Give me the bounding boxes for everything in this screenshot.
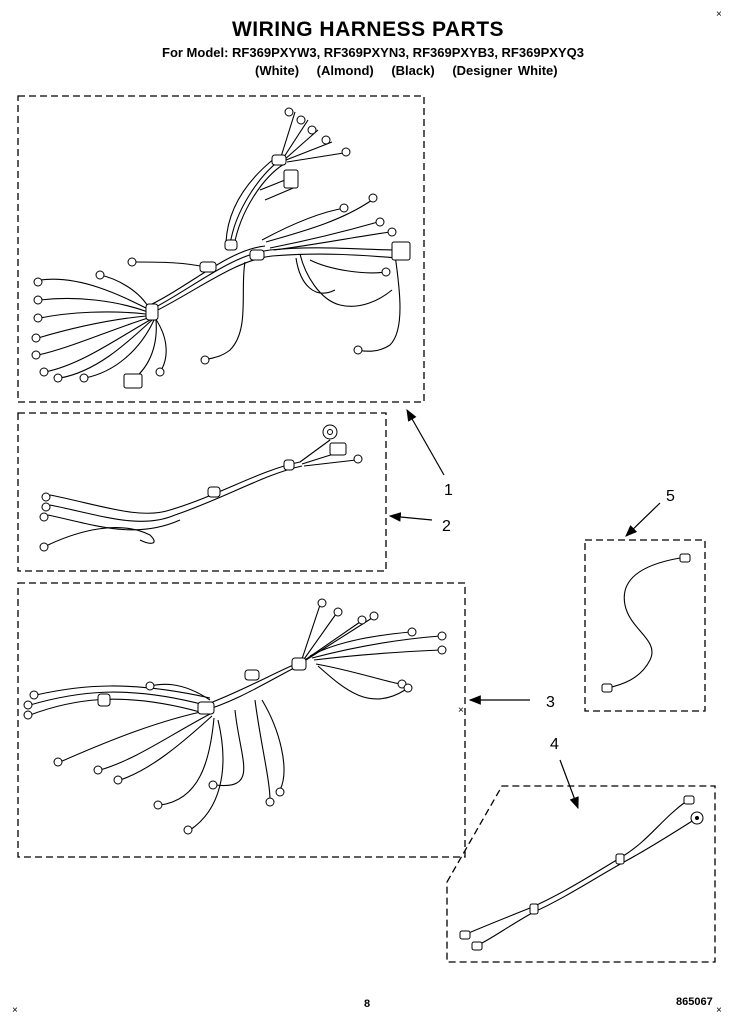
part-box-2 <box>17 412 387 572</box>
callout-3: 3 <box>546 694 555 711</box>
callout-2: 2 <box>442 518 451 535</box>
callout-4: 4 <box>550 736 559 753</box>
wire-part-5 <box>601 553 691 693</box>
harness-3-connectors <box>23 598 447 835</box>
part-box-1 <box>17 95 425 403</box>
registration-mark: × <box>458 705 464 716</box>
variant-designer-white: (Designer White) <box>452 63 558 78</box>
callout-5: 5 <box>666 488 675 505</box>
leader-arrow-4 <box>559 759 579 810</box>
part-box-4 <box>446 785 716 963</box>
harness-2-connectors <box>39 424 363 552</box>
variant-white: (White) <box>255 63 300 78</box>
color-variants: (White) (Almond) (Black) (Designer White… <box>255 63 570 78</box>
harness-part-2 <box>47 439 357 546</box>
registration-mark: × <box>716 9 722 20</box>
registration-mark: × <box>716 1005 722 1016</box>
variant-almond: (Almond) <box>316 63 374 78</box>
harness-part-1 <box>37 111 401 379</box>
registration-mark: × <box>12 1005 18 1016</box>
page-title: WIRING HARNESS PARTS <box>231 18 505 41</box>
page-number: 8 <box>364 998 371 1010</box>
leader-arrow-2 <box>388 512 433 522</box>
leader-arrow-1 <box>406 408 445 476</box>
wire-part-4 <box>459 795 704 951</box>
callout-1: 1 <box>444 482 453 499</box>
document-number: 865067 <box>676 996 713 1008</box>
harness-1-connectors <box>31 107 411 389</box>
leader-arrow-5 <box>625 502 661 537</box>
harness-part-3 <box>29 604 441 831</box>
model-list: For Model: RF369PXYW3, RF369PXYN3, RF369… <box>162 45 584 60</box>
part-box-3 <box>17 582 466 858</box>
variant-black: (Black) <box>391 63 435 78</box>
part-box-5 <box>584 539 706 712</box>
